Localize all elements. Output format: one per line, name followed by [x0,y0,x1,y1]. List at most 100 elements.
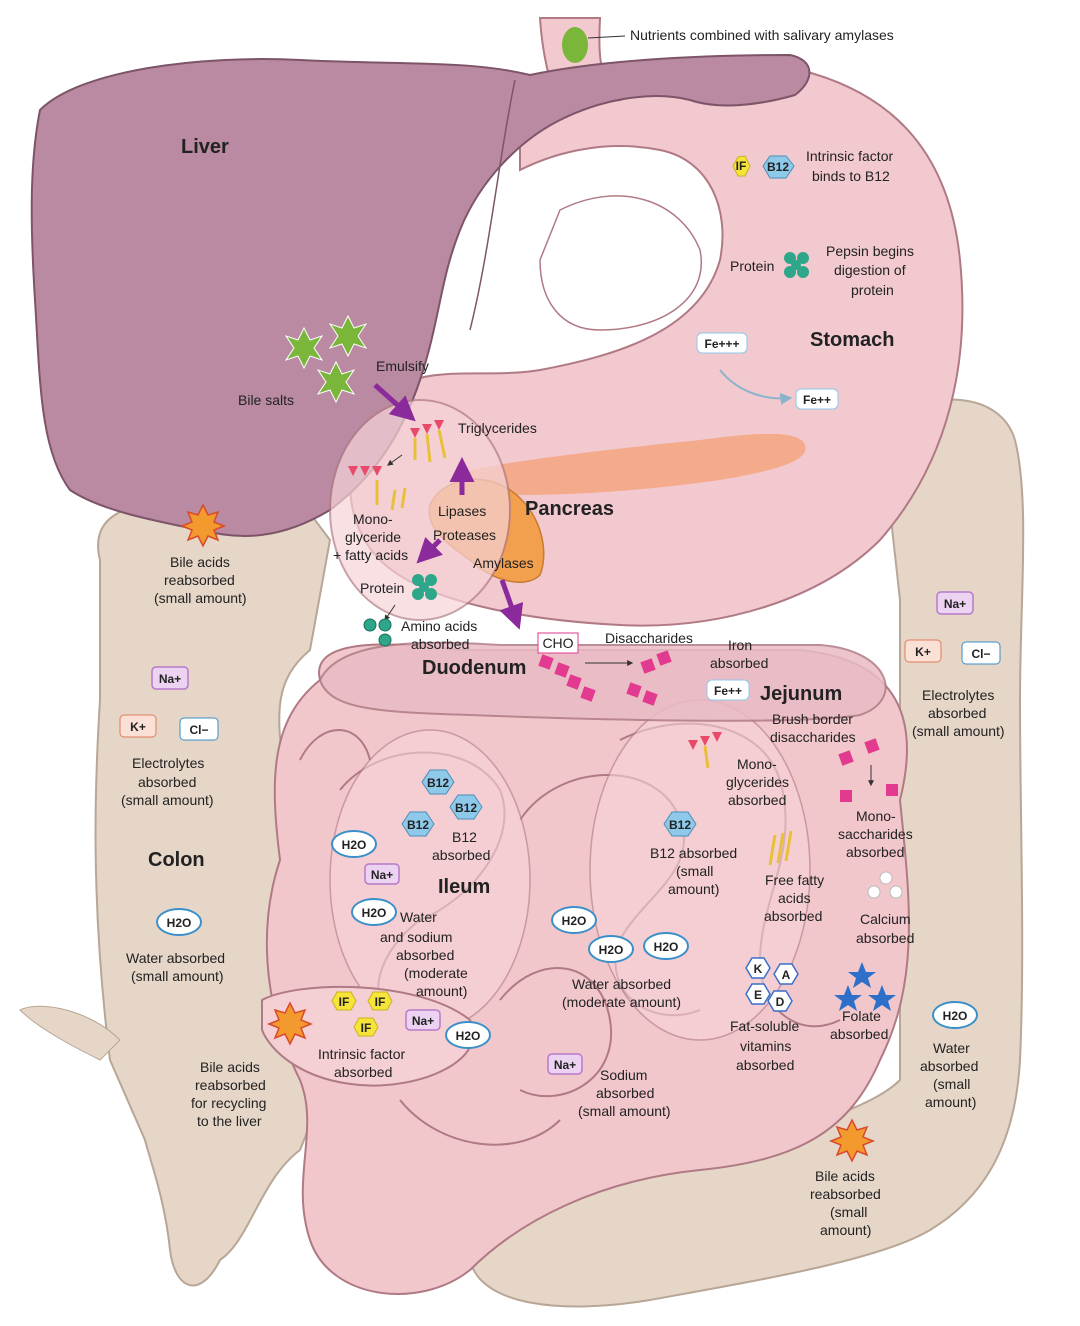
colon-elec-line-3: (small amount) [121,792,214,808]
right-elec-line-2: absorbed [928,705,986,721]
if-label-3: IF [361,1021,372,1035]
b12-chip-ileum-1: B12 [427,776,449,790]
pepsin-line-3: protein [851,282,894,298]
fsv-line-2: vitamins [740,1038,791,1054]
calcium-icons [867,871,903,899]
triglyceride-icons [348,420,447,511]
svg-text:Fe++: Fe++ [714,684,742,698]
vitamin-chips [745,957,799,1012]
colon-bile-line-2: reabsorbed [164,572,235,588]
k-label-left: K+ [130,720,146,734]
b12-chip-ileum-3: B12 [407,818,429,832]
jej-b12-line-3: amount) [668,881,719,897]
k-label-right: K+ [915,645,931,659]
bile-acid-burst-icons [179,503,876,1163]
pancreas-title: Pancreas [525,498,614,520]
ileum-b12-line-1: B12 [452,829,477,845]
h2o-label-2: H2O [362,906,387,920]
svg-text:B12: B12 [767,160,789,174]
free-fatty-acid-icon [768,830,793,866]
ileum-water-line-4: (moderate [404,965,468,981]
vitamin-d-label: D [776,995,785,1009]
sodium-line-2: absorbed [596,1085,654,1101]
h2o-label-3: H2O [456,1029,481,1043]
iron-line-1: Iron [728,637,752,653]
folate-icons [834,962,896,1011]
right-water-line-1: Water [933,1040,970,1056]
jej-water-line-2: (moderate amount) [562,994,681,1010]
recycle-line-4: to the liver [197,1113,262,1129]
vitamin-a-label: A [782,968,791,982]
bile-salts-label: Bile salts [238,392,294,408]
jej-mono-line-3: absorbed [728,792,786,808]
vitamin-e-label: E [754,988,762,1002]
brush-line-2: disaccharides [770,729,856,745]
folate-line-2: absorbed [830,1026,888,1042]
ileum-water-line-5: amount) [416,983,467,999]
brush-line-1: Brush border [772,711,853,727]
svg-text:Fe+++: Fe+++ [704,337,739,351]
food-bolus [562,27,588,63]
duodenal-bulb [329,399,511,621]
recycle-line-3: for recycling [191,1095,266,1111]
h2o-label-1: H2O [342,838,367,852]
svg-text:Fe++: Fe++ [803,393,831,407]
iron-conversion-arrow [719,369,793,405]
mono-line-1: Mono- [353,511,393,527]
colon-elec-line-2: absorbed [138,774,196,790]
b12-chip-stomach: B12 [762,155,795,179]
mono-sacc-line-2: saccharides [838,826,913,842]
na-chips [151,591,974,1075]
ileum-intrinsic-line-2: absorbed [334,1064,392,1080]
na-label-colon-right: Na+ [944,597,966,611]
cho-chip: CHO [537,632,579,654]
if-chips-ileum [331,991,393,1037]
liver-shape [30,53,811,537]
iron-line-2: absorbed [710,655,768,671]
jej-mono-line-1: Mono- [737,756,777,772]
na-label-ileum-1: Na+ [371,868,393,882]
na-label-ileum-2: Na+ [412,1014,434,1028]
amino-line-1: Amino acids [401,618,477,634]
jej-b12-line-2: (small [676,863,713,879]
right-bile-line-1: Bile acids [815,1168,875,1184]
h2o-label-4: H2O [562,914,587,928]
stomach-protein-label: Protein [730,258,774,274]
jej-b12-line-1: B12 absorbed [650,845,737,861]
proteases-label: Proteases [433,527,496,543]
saccharide-icons [538,650,898,802]
na-label-colon-left: Na+ [159,672,181,686]
right-water-line-4: amount) [925,1094,976,1110]
esophagus-note: Nutrients combined with salivary amylase… [630,27,894,43]
right-water-line-3: (small [933,1076,970,1092]
fsv-line-3: absorbed [736,1057,794,1073]
sodium-line-3: (small amount) [578,1103,671,1119]
colon-title: Colon [148,849,205,871]
jejunum-title: Jejunum [760,683,842,705]
b12-chip-jejunum: B12 [663,811,697,837]
intrinsic-line-1: Intrinsic factor [806,148,893,164]
if-label-1: IF [339,995,350,1009]
svg-text:CHO: CHO [542,635,573,651]
colon-bile-line-3: (small amount) [154,590,247,606]
right-bile-line-2: reabsorbed [810,1186,881,1202]
duodenum-protein-label: Protein [360,580,404,596]
amylases-label: Amylases [473,555,534,571]
amino-line-2: absorbed [411,636,469,652]
right-elec-line-1: Electrolytes [922,687,994,703]
duodenum-shape [318,641,887,722]
b12-chips-ileum [401,769,483,837]
h2o-label-colon-right: H2O [943,1009,968,1023]
right-water-line-2: absorbed [920,1058,978,1074]
ileum-title: Ileum [438,876,490,898]
folate-line-1: Folate [842,1008,881,1024]
ileum-water-line-2: and sodium [380,929,452,945]
colon-bile-line-1: Bile acids [170,554,230,570]
lipases-label: Lipases [438,503,486,519]
mono-line-2: glyceride [345,529,401,545]
ffa-line-1: Free fatty [765,872,824,888]
recycle-line-1: Bile acids [200,1059,260,1075]
triglycerides-label: Triglycerides [458,420,537,436]
